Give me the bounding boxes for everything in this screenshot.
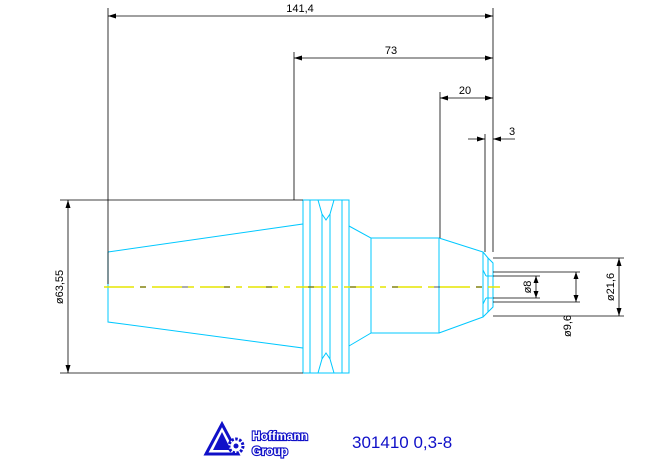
dim-flange-to-nose: 73 (385, 45, 397, 57)
logo-text-line1: Hoffmann (252, 429, 308, 443)
dim-bore-diameter: ø8 (522, 281, 534, 294)
part-number: 301410 0,3-8 (352, 433, 453, 452)
dim-nose-length: 20 (459, 85, 471, 97)
dim-nose-diameter: ø21,6 (605, 273, 617, 301)
logo-text-line2: Group (252, 444, 288, 458)
dim-overall-length: 141,4 (286, 3, 314, 15)
hoffmann-logo: Hoffmann Group (203, 420, 309, 459)
dim-tip-length: 3 (509, 126, 515, 138)
logo-triangle-icon (203, 420, 241, 456)
dim-tip-diameter: ø9,6 (562, 315, 574, 337)
dimension-arrows (65, 13, 622, 373)
dim-taper-diameter: ø63,55 (54, 270, 66, 304)
